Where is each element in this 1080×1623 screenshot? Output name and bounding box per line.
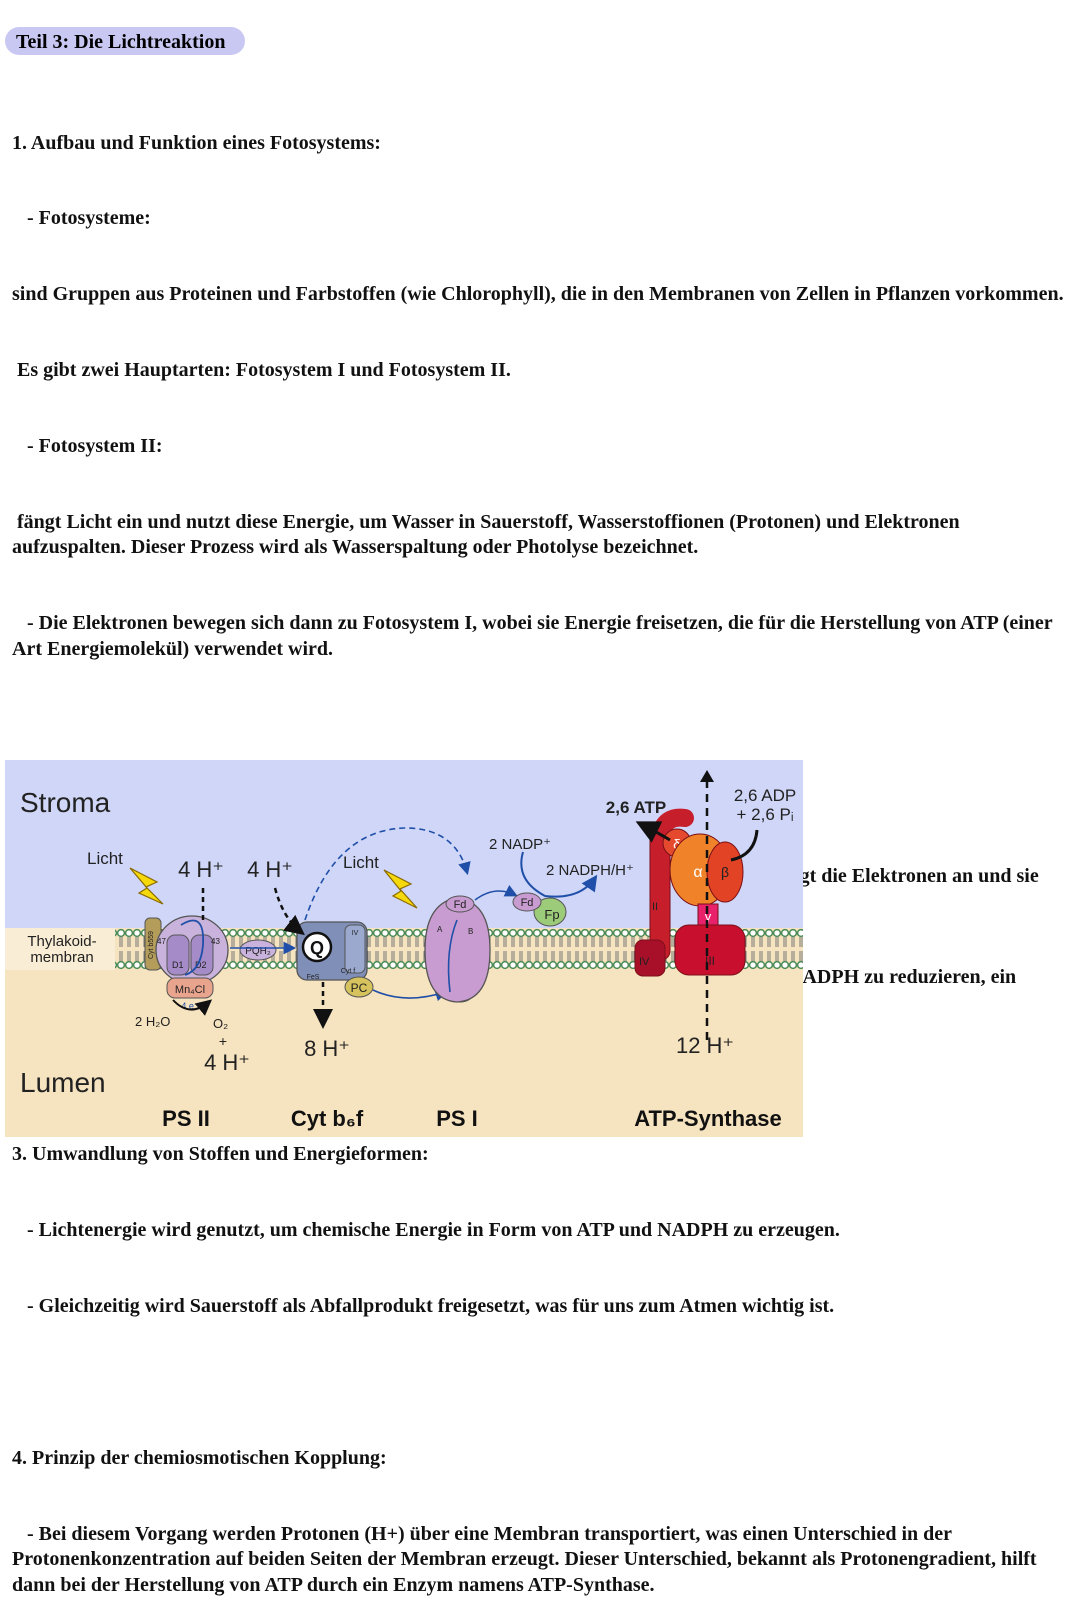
ps1-label: PS I bbox=[436, 1106, 478, 1131]
section-1-line: - Die Elektronen bewegen sich dann zu Fo… bbox=[12, 612, 1057, 660]
stroma-label: Stroma bbox=[20, 787, 111, 818]
svg-text:IV: IV bbox=[639, 956, 650, 968]
svg-text:FeS: FeS bbox=[307, 974, 320, 981]
adp-label: 2,6 ADP bbox=[734, 786, 796, 805]
fnr-fp bbox=[533, 897, 567, 927]
section-1-line: Es gibt zwei Hauptarten: Fotosystem I un… bbox=[12, 359, 511, 382]
ferredoxin bbox=[512, 892, 542, 912]
lumen-protons-ps2: 4 H⁺ bbox=[204, 1050, 250, 1075]
lumen-label: Lumen bbox=[20, 1067, 106, 1098]
ps1-complex bbox=[424, 897, 491, 1003]
lightning-bolt-icon bbox=[129, 867, 164, 905]
phosphate-label: + 2,6 Pᵢ bbox=[736, 805, 793, 824]
section-4-line: - Bei diesem Vorgang werden Protonen (H+… bbox=[12, 1522, 1042, 1596]
svg-text:PQH₂: PQH₂ bbox=[245, 946, 271, 957]
svg-text:D2: D2 bbox=[195, 960, 207, 970]
svg-text:4 e⁻: 4 e⁻ bbox=[181, 1001, 199, 1011]
svg-text:D1: D1 bbox=[172, 960, 184, 970]
lumen-protons-cyt: 8 H⁺ bbox=[304, 1036, 350, 1061]
svg-text:Fd: Fd bbox=[454, 899, 467, 911]
section-3-heading: 3. Umwandlung von Stoffen und Energiefor… bbox=[12, 1143, 429, 1166]
section-3-line: - Gleichzeitig wird Sauerstoff als Abfal… bbox=[12, 1295, 835, 1318]
svg-text:III: III bbox=[705, 954, 715, 968]
mn-cluster bbox=[166, 977, 214, 999]
oxygen-label: O₂ bbox=[213, 1016, 228, 1031]
diagram-svg: Stroma Lumen Thylakoid- membran Licht Li… bbox=[5, 760, 803, 1137]
pqh2-molecule bbox=[239, 939, 277, 961]
section-1-line: - Fotosysteme: bbox=[12, 207, 151, 230]
membrane-label: membran bbox=[30, 949, 93, 966]
membrane-label: Thylakoid- bbox=[27, 933, 96, 950]
section-1-line: sind Gruppen aus Proteinen und Farbstoff… bbox=[12, 283, 1064, 306]
svg-text:Cyt b559: Cyt b559 bbox=[148, 931, 155, 959]
atp-c-ring bbox=[674, 924, 746, 976]
ferredoxin-ps1 bbox=[445, 895, 475, 913]
svg-text:Q: Q bbox=[310, 938, 324, 958]
light-label-ps2: Licht bbox=[87, 849, 123, 868]
section-1-line: fängt Licht ein und nutzt diese Energie,… bbox=[12, 511, 965, 559]
svg-text:PC: PC bbox=[351, 981, 368, 995]
svg-text:α: α bbox=[693, 864, 702, 881]
lumen-protons-atp: 12 H⁺ bbox=[676, 1033, 734, 1058]
nadp-label: 2 NADP⁺ bbox=[489, 836, 551, 853]
svg-text:β: β bbox=[721, 864, 729, 880]
svg-text:Cyt f: Cyt f bbox=[341, 968, 355, 975]
svg-text:+: + bbox=[219, 1033, 227, 1049]
atp-synthase-label: ATP-Synthase bbox=[634, 1106, 782, 1131]
svg-text:II: II bbox=[652, 901, 658, 913]
plastocyanin bbox=[344, 976, 374, 998]
ps2-label: PS II bbox=[162, 1106, 210, 1131]
section-1-line: - Fotosystem II: bbox=[12, 435, 163, 458]
electron-path bbox=[180, 919, 204, 976]
cyt-b6f-label: Cyt b₆f bbox=[291, 1106, 364, 1131]
section-3-line: - Lichtenergie wird genutzt, um chemisch… bbox=[12, 1219, 840, 1242]
section-title: Teil 3: Die Lichtreaktion bbox=[16, 31, 226, 53]
svg-text:Fd: Fd bbox=[521, 897, 534, 909]
light-label-ps1: Licht bbox=[343, 853, 379, 872]
nadph-label: 2 NADPH/H⁺ bbox=[546, 862, 634, 879]
stroma-protons-ps2: 4 H⁺ bbox=[178, 857, 224, 882]
svg-text:43: 43 bbox=[211, 937, 220, 946]
light-reaction-diagram: Stroma Lumen Thylakoid- membran Licht Li… bbox=[5, 760, 803, 1137]
svg-text:A: A bbox=[437, 925, 443, 934]
water-label: 2 H₂O bbox=[135, 1014, 170, 1029]
lightning-bolt-icon bbox=[383, 869, 418, 909]
section-title-badge: Teil 3: Die Lichtreaktion bbox=[5, 27, 245, 55]
svg-text:47: 47 bbox=[157, 937, 166, 946]
cyclic-electron-flow bbox=[304, 827, 471, 921]
atp-product-label: 2,6 ATP bbox=[606, 798, 666, 817]
svg-text:δ: δ bbox=[673, 836, 681, 852]
svg-text:B: B bbox=[468, 927, 473, 936]
svg-text:Mn₄Cl: Mn₄Cl bbox=[175, 984, 205, 996]
ps2-d1 bbox=[166, 934, 190, 976]
svg-text:Fp: Fp bbox=[544, 907, 559, 922]
stroma-protons-cyt: 4 H⁺ bbox=[247, 857, 293, 882]
q-cycle bbox=[301, 931, 333, 963]
svg-text:γ: γ bbox=[705, 909, 712, 924]
svg-text:IV: IV bbox=[352, 930, 359, 937]
section-1-heading: 1. Aufbau und Funktion eines Fotosystems… bbox=[12, 131, 381, 154]
section-4-heading: 4. Prinzip der chemiosmotischen Kopplung… bbox=[12, 1447, 387, 1470]
